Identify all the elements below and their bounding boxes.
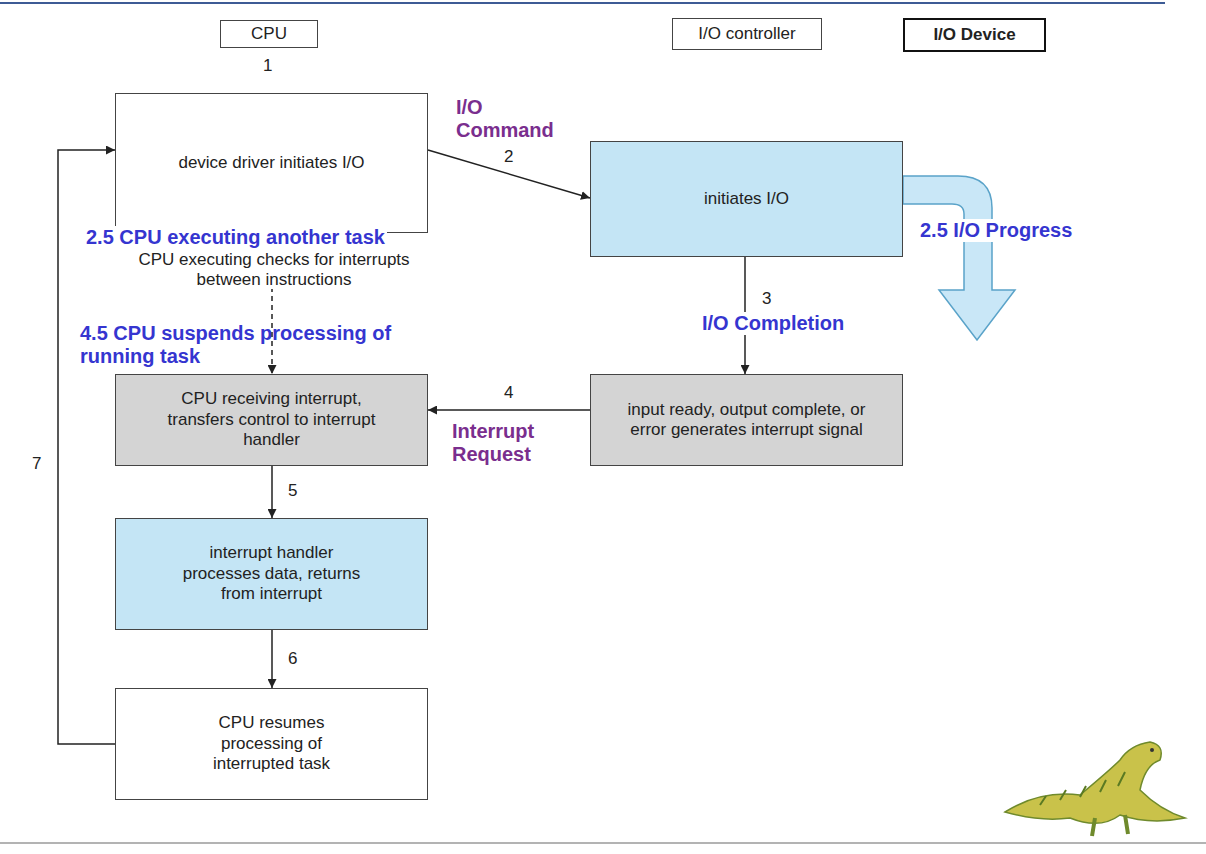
connector-arrow [428,409,590,411]
process-box: CPU resumes processing of interrupted ta… [115,688,428,800]
top-rule [0,2,1165,4]
box-text: input ready, output complete, or error g… [619,400,874,441]
callout-number: 3 [762,290,771,307]
connector-arrow [271,233,273,374]
connector-arrow [271,630,273,688]
process-box: initiates I/O [590,141,903,257]
column-header: CPU [220,20,318,48]
callout-number: 1 [263,56,272,76]
dinosaur-legs [1092,815,1128,836]
callout-number: 2 [504,148,513,165]
column-header: I/O Device [903,18,1046,52]
callout-number: 6 [288,650,297,667]
step-note: 2.5 CPU executing another task [84,226,387,249]
column-header: I/O controller [672,18,822,50]
box-text: I/O Device [933,25,1015,45]
signal-label: I/O Command [456,96,566,142]
dinosaur-body [1005,742,1185,823]
callout-number: 7 [32,455,41,472]
callout-number: 5 [288,482,297,499]
dinosaur-spines [1040,772,1125,805]
callout-number: 4 [504,384,513,401]
signal-label: Interrupt Request [452,420,562,466]
connector-arrow [428,150,590,198]
step-note: CPU executing checks for interrupts betw… [112,250,436,289]
box-text: interrupt handler processes data, return… [172,543,372,604]
process-box: interrupt handler processes data, return… [115,518,428,630]
process-box: CPU receiving interrupt, transfers contr… [115,374,428,466]
process-box: input ready, output complete, or error g… [590,374,903,466]
step-note: I/O Completion [700,312,846,335]
connector-arrow [271,466,273,518]
process-box: device driver initiates I/O [115,93,428,233]
box-text: CPU receiving interrupt, transfers contr… [164,389,379,450]
box-text: initiates I/O [704,189,789,209]
bottom-rule [0,842,1206,844]
box-text: device driver initiates I/O [178,153,364,173]
io-progress-arrow [903,176,1015,340]
dinosaur-logo [1005,742,1185,836]
step-note: 4.5 CPU suspends processing of running t… [80,322,450,368]
connector-arrow [58,150,115,744]
dinosaur-eye [1150,748,1154,752]
box-text: I/O controller [698,24,795,44]
step-note: 2.5 I/O Progress [918,219,1074,242]
box-text: CPU [251,24,287,44]
connector-arrow [744,257,746,374]
box-text: CPU resumes processing of interrupted ta… [197,713,347,774]
